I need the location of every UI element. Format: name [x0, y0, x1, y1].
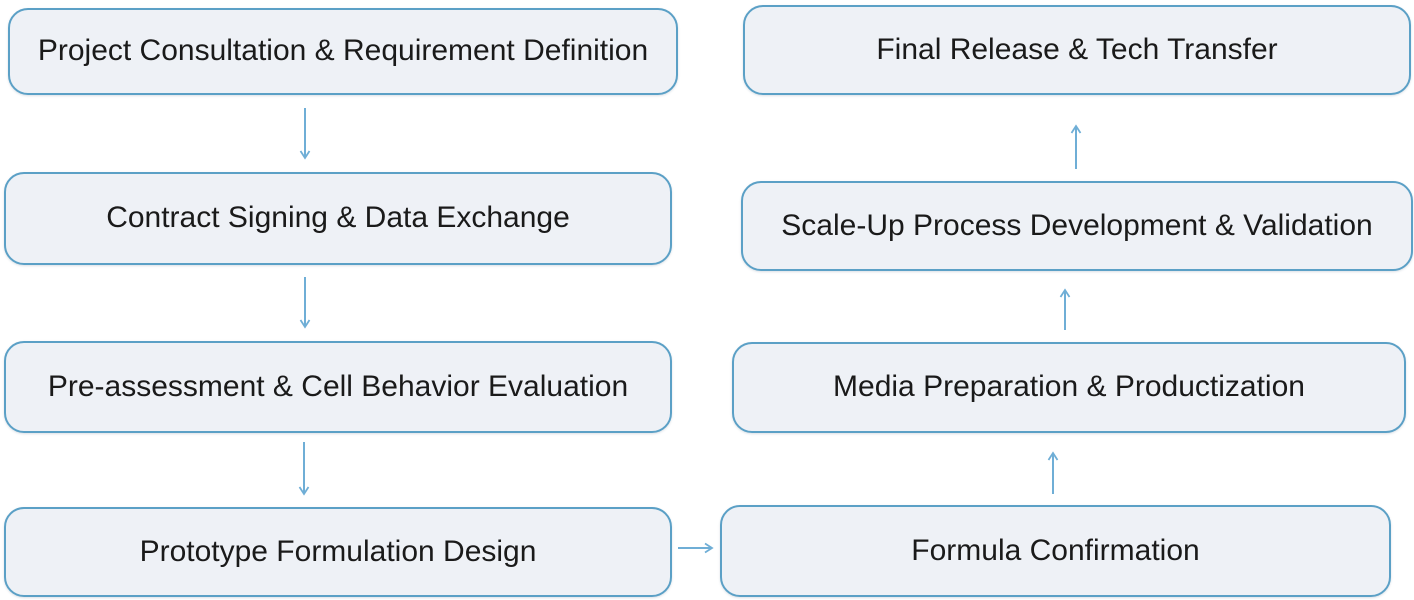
flow-node-final-release: Final Release & Tech Transfer — [743, 5, 1411, 95]
flow-node-project-consultation: Project Consultation & Requirement Defin… — [8, 8, 678, 95]
flow-node-label: Contract Signing & Data Exchange — [106, 201, 570, 235]
flow-node-label: Formula Confirmation — [911, 533, 1200, 567]
flow-node-pre-assessment: Pre-assessment & Cell Behavior Evaluatio… — [4, 341, 672, 433]
flow-node-prototype-formulation: Prototype Formulation Design — [4, 507, 672, 597]
flow-node-label: Final Release & Tech Transfer — [876, 32, 1278, 66]
flow-node-label: Media Preparation & Productization — [833, 370, 1305, 404]
flow-node-label: Prototype Formulation Design — [139, 534, 537, 568]
flow-node-label: Pre-assessment & Cell Behavior Evaluatio… — [47, 369, 629, 403]
flow-node-contract-signing: Contract Signing & Data Exchange — [4, 172, 672, 265]
flow-node-label: Scale-Up Process Development & Validatio… — [781, 208, 1373, 242]
flow-node-label: Project Consultation & Requirement Defin… — [37, 34, 649, 68]
flow-node-media-preparation: Media Preparation & Productization — [732, 342, 1406, 433]
flow-node-formula-confirmation: Formula Confirmation — [720, 505, 1391, 597]
flow-node-scale-up: Scale-Up Process Development & Validatio… — [741, 181, 1413, 271]
